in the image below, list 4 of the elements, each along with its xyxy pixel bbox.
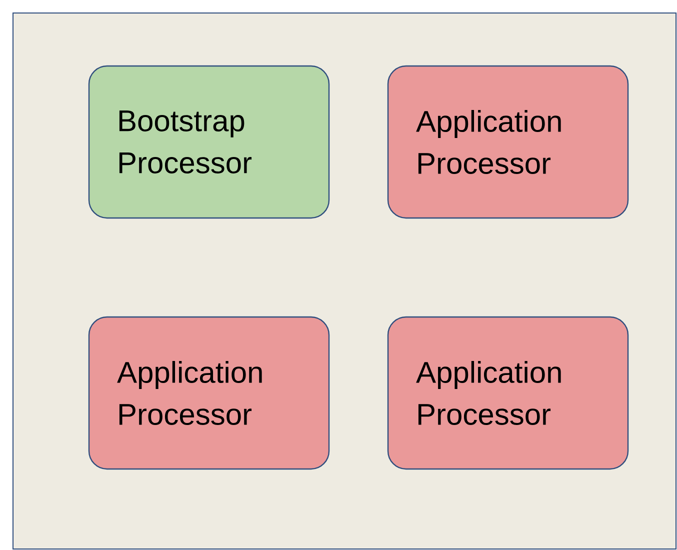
processor-box: Application Processor <box>88 316 330 470</box>
processor-box: Bootstrap Processor <box>88 65 330 219</box>
processor-box: Application Processor <box>387 65 629 219</box>
processor-box: Application Processor <box>387 316 629 470</box>
